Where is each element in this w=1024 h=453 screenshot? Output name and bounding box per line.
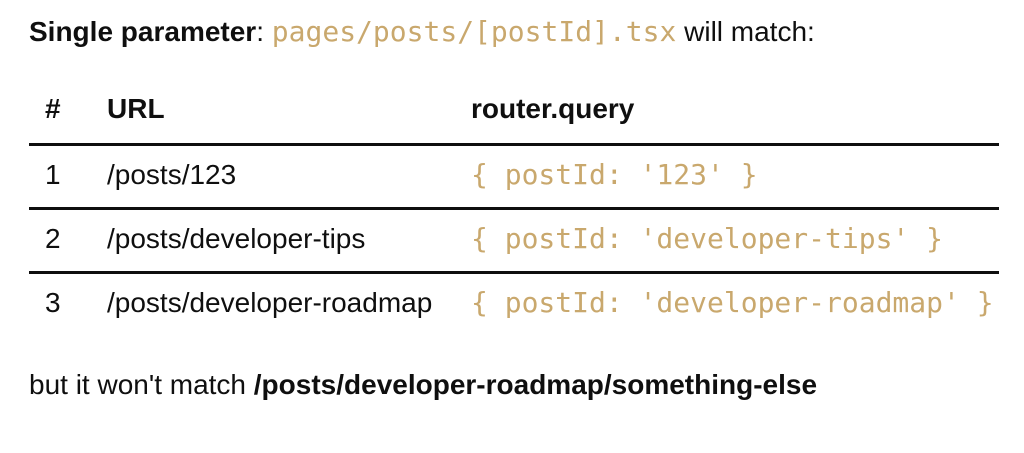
intro-bold-label: Single parameter bbox=[29, 16, 257, 47]
table-row: 3 /posts/developer-roadmap { postId: 'de… bbox=[29, 273, 999, 336]
route-matching-table: # URL router.query 1 /posts/123 { postId… bbox=[29, 90, 999, 335]
table-header-row: # URL router.query bbox=[29, 90, 999, 145]
non-matching-path: /posts/developer-roadmap/something-else bbox=[253, 369, 818, 400]
footer-prefix: but it won't match bbox=[29, 369, 254, 400]
footer-note: but it won't match /posts/developer-road… bbox=[29, 367, 1004, 403]
url-cell: /posts/developer-roadmap bbox=[107, 287, 433, 318]
inline-code-file-path: pages/posts/[postId].tsx bbox=[271, 15, 677, 48]
intro-separator: : bbox=[256, 16, 272, 47]
url-cell: /posts/developer-tips bbox=[107, 223, 366, 254]
router-query-code: { postId: 'developer-roadmap' } bbox=[471, 286, 994, 319]
column-header-number: # bbox=[45, 93, 61, 124]
row-number: 1 bbox=[45, 159, 61, 190]
intro-sentence: Single parameter: pages/posts/[postId].t… bbox=[29, 14, 1004, 50]
row-number: 2 bbox=[45, 223, 61, 254]
router-query-code: { postId: 'developer-tips' } bbox=[471, 222, 944, 255]
column-header-url: URL bbox=[107, 93, 165, 124]
table-row: 2 /posts/developer-tips { postId: 'devel… bbox=[29, 209, 999, 273]
column-header-router-query: router.query bbox=[471, 93, 635, 124]
row-number: 3 bbox=[45, 287, 61, 318]
intro-suffix: will match: bbox=[676, 16, 815, 47]
router-query-code: { postId: '123' } bbox=[471, 158, 758, 191]
docs-content: Single parameter: pages/posts/[postId].t… bbox=[29, 14, 1004, 403]
url-cell: /posts/123 bbox=[107, 159, 237, 190]
table-row: 1 /posts/123 { postId: '123' } bbox=[29, 145, 999, 209]
